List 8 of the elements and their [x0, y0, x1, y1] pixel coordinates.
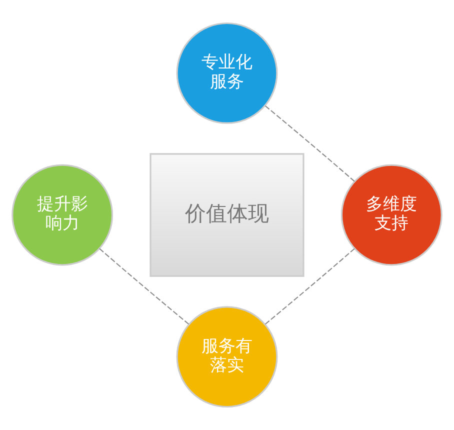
node-circle: 提升影响力 [12, 164, 114, 266]
node-circle: 专业化服务 [176, 22, 278, 124]
connector [264, 105, 355, 182]
connector [264, 248, 355, 325]
node-circle: 多维度支持 [340, 164, 442, 266]
node-circle: 服务有落实 [176, 306, 278, 408]
connector [99, 248, 190, 325]
node-box: 价值体现 [150, 153, 304, 277]
